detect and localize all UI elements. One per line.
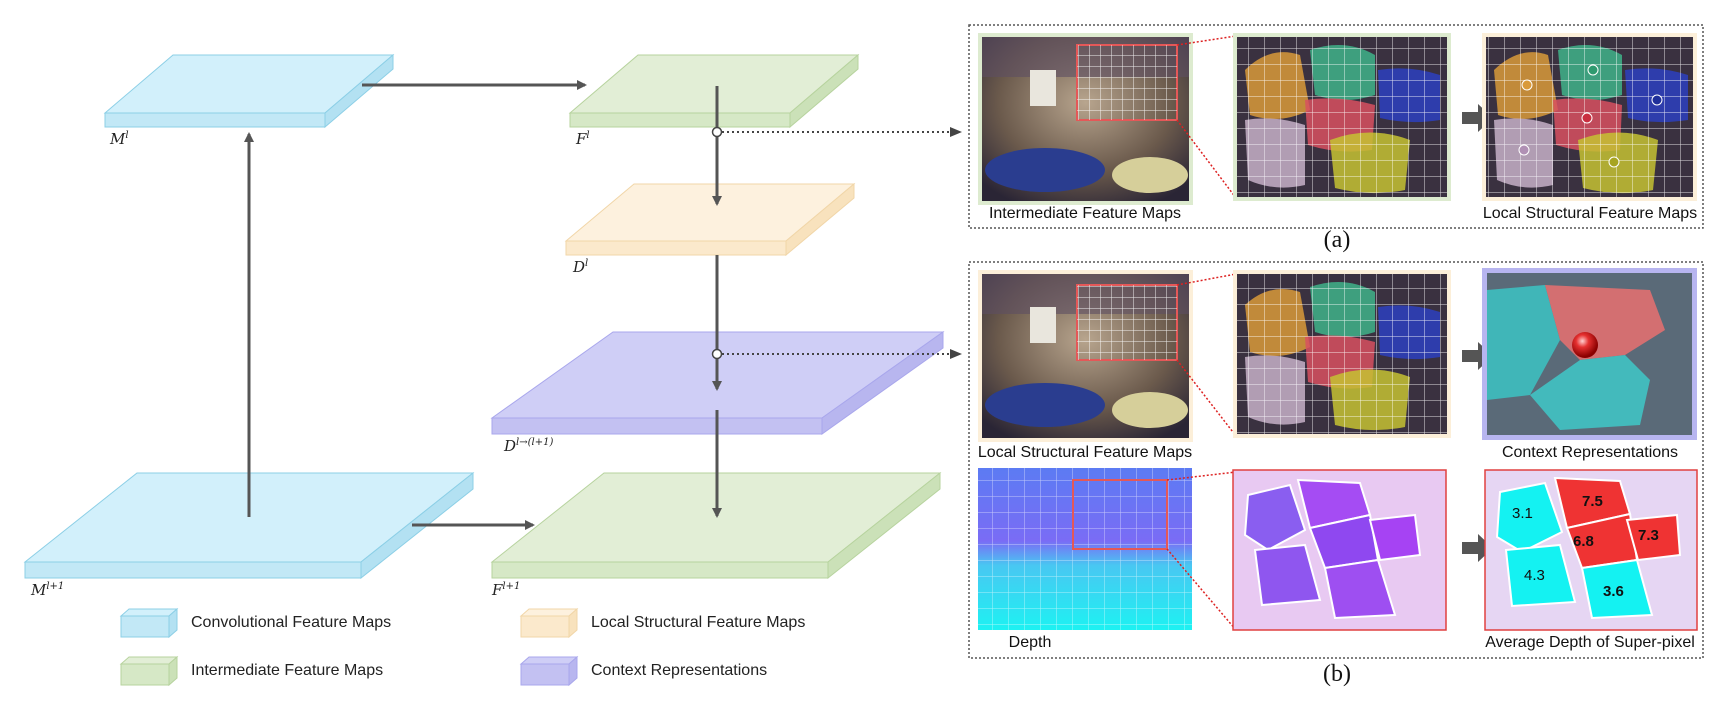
label-m-l1: Ml+1 — [31, 581, 65, 599]
zoom-lines-b-top — [1176, 273, 1237, 437]
image-b-depth — [978, 468, 1192, 630]
legend-swatches — [119, 607, 579, 687]
caption-b-top-right: Context Representations — [1501, 444, 1679, 461]
legend-label-conv: Convolutional Feature Maps — [191, 614, 392, 631]
legend-swatch-context — [519, 655, 579, 687]
dotted-connectors — [711, 126, 962, 360]
image-b-local-structural — [978, 270, 1193, 442]
depth-value-3: 6.8 — [1573, 533, 1594, 550]
legend-label-intermediate: Intermediate Feature Maps — [191, 662, 384, 679]
image-a-local-structural — [1482, 33, 1697, 201]
flow-arrows — [244, 80, 722, 530]
label-f-l: Fl — [576, 130, 590, 148]
depth-value-6: 3.6 — [1603, 583, 1624, 600]
legend-label-context: Context Representations — [591, 662, 768, 679]
image-b-context — [1482, 268, 1697, 440]
depth-value-1: 3.1 — [1512, 505, 1533, 522]
caption-a-right: Local Structural Feature Maps — [1482, 205, 1698, 222]
zoom-lines-b-bottom — [1166, 471, 1237, 631]
depth-value-2: 7.5 — [1582, 493, 1603, 510]
layer-d-l — [564, 182, 856, 257]
caption-b-top-left: Local Structural Feature Maps — [977, 444, 1193, 461]
caption-b-bottom-left: Depth — [1008, 634, 1052, 651]
panel-b-label: (b) — [1323, 661, 1351, 687]
caption-b-bottom-right: Average Depth of Super-pixel — [1485, 634, 1695, 651]
legend-label-local: Local Structural Feature Maps — [591, 614, 806, 631]
layer-m-l — [103, 53, 395, 129]
label-d-l-next: Dl→(l+1) — [504, 437, 554, 455]
legend-swatch-conv — [119, 607, 179, 639]
legend-swatch-local — [519, 607, 579, 639]
panel-a-frame — [968, 24, 1704, 229]
panel-a-label: (a) — [1323, 227, 1351, 253]
image-b-avg-depth: 3.1 7.5 6.8 7.3 4.3 3.6 — [1484, 469, 1698, 631]
image-b-depth-zoom — [1232, 469, 1447, 631]
caption-a-left: Intermediate Feature Maps — [988, 205, 1182, 222]
image-b-zoom — [1233, 270, 1451, 438]
panel-b-frame — [968, 261, 1704, 659]
zoom-lines-a — [1176, 35, 1237, 199]
label-d-l: Dl — [573, 258, 589, 276]
image-a-zoom — [1233, 33, 1451, 201]
layer-f-l — [568, 53, 860, 129]
label-m-l: Ml — [110, 130, 129, 148]
label-f-l1: Fl+1 — [492, 581, 521, 599]
legend-swatch-intermediate — [119, 655, 179, 687]
depth-value-4: 7.3 — [1638, 527, 1659, 544]
depth-value-5: 4.3 — [1524, 567, 1545, 584]
image-a-intermediate — [978, 33, 1193, 205]
